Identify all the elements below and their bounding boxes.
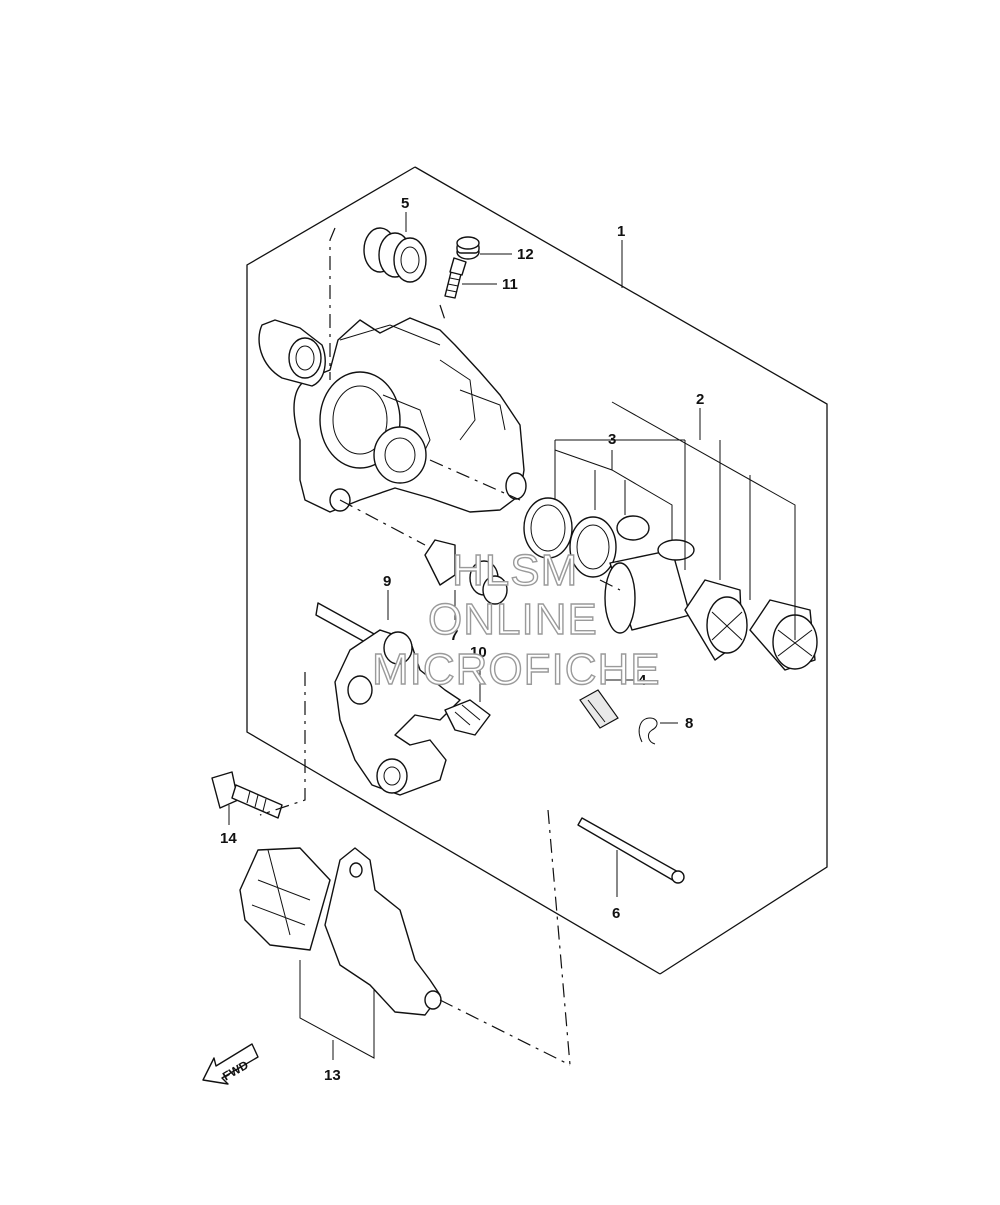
piston-insert-1 bbox=[684, 579, 748, 661]
callout-labels: 1 2 3 4 5 6 7 8 9 10 11 12 13 14 bbox=[220, 195, 704, 1084]
caliper-bracket bbox=[315, 602, 461, 796]
callout-5: 5 bbox=[401, 195, 409, 212]
piston bbox=[604, 539, 695, 634]
pad-pin bbox=[577, 817, 685, 884]
callout-3: 3 bbox=[608, 431, 616, 448]
bleeder-cap bbox=[456, 236, 480, 260]
callout-2: 2 bbox=[696, 391, 704, 408]
brake-pad-front bbox=[324, 847, 442, 1016]
boot-part bbox=[363, 227, 427, 283]
callout-1: 1 bbox=[617, 223, 625, 240]
watermark-line-2: ONLINE bbox=[428, 595, 598, 644]
callout-12: 12 bbox=[517, 246, 534, 263]
watermark-line-1: HLSM bbox=[452, 546, 578, 595]
slide-sleeve bbox=[424, 539, 508, 605]
piston-seals bbox=[523, 497, 650, 578]
leader-lines bbox=[228, 212, 796, 1060]
forward-direction-arrow: FWD bbox=[202, 1043, 259, 1085]
callout-4: 4 bbox=[638, 672, 647, 689]
assembly-boundary bbox=[246, 166, 828, 975]
callout-13: 13 bbox=[324, 1067, 341, 1084]
watermark: HLSM ONLINE MICROFICHE bbox=[371, 545, 661, 694]
piston-insert-2 bbox=[749, 599, 818, 671]
callout-7: 7 bbox=[450, 627, 458, 644]
caliper-body bbox=[258, 317, 527, 513]
bleeder-valve bbox=[444, 257, 467, 299]
callout-11: 11 bbox=[502, 276, 518, 293]
callout-8: 8 bbox=[685, 715, 693, 732]
mounting-bolt bbox=[211, 771, 283, 819]
pad-shim bbox=[579, 689, 619, 729]
brake-pad-rear bbox=[239, 847, 331, 951]
pad-spring bbox=[444, 699, 491, 736]
callout-6: 6 bbox=[612, 905, 620, 922]
callout-10: 10 bbox=[470, 644, 487, 661]
centerlines bbox=[259, 227, 621, 1066]
callout-9: 9 bbox=[383, 573, 391, 590]
callout-14: 14 bbox=[220, 830, 237, 847]
pin-clip bbox=[638, 717, 658, 745]
watermark-line-3: MICROFICHE bbox=[372, 645, 661, 694]
